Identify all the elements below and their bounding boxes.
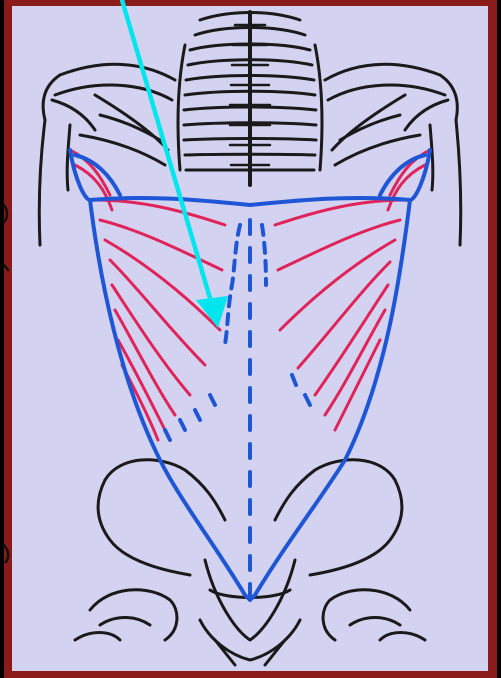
left-clavicle-lower (55, 85, 172, 100)
upper-rib-cage-left (178, 45, 185, 170)
left-acromion (43, 75, 60, 120)
right-acromion (440, 75, 457, 120)
latissimus-outline (70, 150, 430, 600)
right-clavicle (325, 64, 440, 80)
margin-marks (4, 205, 8, 562)
left-clavicle (60, 64, 175, 80)
right-iliac-crest (275, 460, 395, 520)
outline-right-edge (255, 150, 430, 595)
outline-left-edge (70, 150, 245, 595)
left-iliac-outer (98, 480, 190, 575)
right-humerus-outer (456, 120, 461, 245)
left-humerus-outer (39, 120, 45, 245)
upper-rib-cage-right (315, 45, 322, 170)
pointer-arrow (122, 0, 228, 328)
right-clavicle-lower (328, 85, 445, 100)
